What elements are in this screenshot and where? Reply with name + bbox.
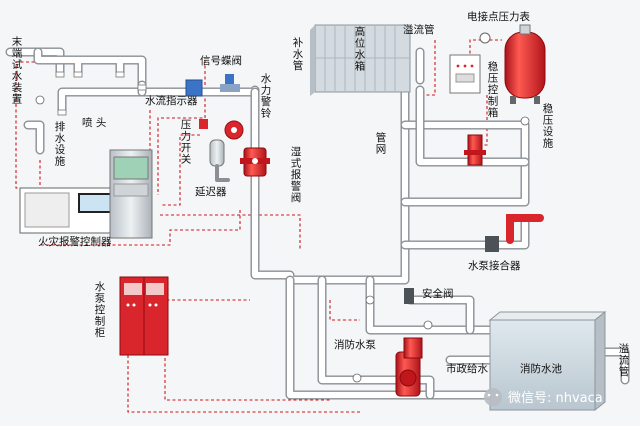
ecp-gauge <box>479 32 491 44</box>
wet-alarm-valve-label: 湿式报警阀 <box>291 146 302 204</box>
pressure-stabilizer-label: 稳压设施 <box>543 102 554 150</box>
retard-chamber <box>209 139 230 182</box>
pressure-control-box-label: 稳压控制箱 <box>488 60 499 119</box>
water-motor-alarm-label: 水力警铃 <box>261 73 272 120</box>
sprinkler-heads <box>55 71 147 116</box>
make-up-pipe-label: 补水管 <box>293 36 304 72</box>
wet-alarm-valve <box>240 147 270 177</box>
pressure-switch-label: 压力开关 <box>181 119 192 166</box>
sprinkler-head-label: 喷 头 <box>82 117 106 129</box>
overflow-pipe-2-label: 溢流管 <box>619 342 630 378</box>
water-flow-indicator-label: 水流指示器 <box>145 94 198 107</box>
fire-pool <box>488 310 607 412</box>
safety-valve-label: 安全阀 <box>422 287 454 300</box>
elevated-tank-label: 高位水箱 <box>355 25 366 73</box>
water-motor-alarm-bell <box>224 120 244 140</box>
retard-chamber-label: 延迟器 <box>195 185 227 198</box>
pipe-gauges <box>35 95 530 383</box>
drain-facility-label: 排水设施 <box>55 120 66 168</box>
fire-alarm-controller <box>19 149 153 239</box>
stabilizer-pumps <box>464 134 486 166</box>
fire-pump-label: 消防水泵 <box>334 338 376 351</box>
ecp-gauge-label: 电接点压力表 <box>467 10 530 23</box>
pressure-tank <box>504 24 546 104</box>
watermark-text: 微信号: nhvaca <box>508 391 603 406</box>
test-drain-label: 末端试水装置 <box>12 35 23 106</box>
overflow-pipe-label: 溢流管 <box>403 23 435 36</box>
elevated-tank <box>310 24 411 96</box>
pressure-control-box <box>449 54 481 94</box>
pipe-network-label: 管网 <box>376 131 387 156</box>
signal-butterfly-valve-label: 信号蝶阀 <box>200 54 242 67</box>
municipal-supply-label: 市政给水 <box>446 362 488 375</box>
pump-adapter <box>485 214 544 252</box>
fire-alarm-controller-label: 火灾报警控制器 <box>38 235 112 248</box>
water-flow-indicator <box>185 79 203 97</box>
watermark: 微信号: nhvaca <box>484 388 603 406</box>
pump-control-cabinet-label: 水泵控制柜 <box>95 281 106 339</box>
pressure-switch <box>199 119 208 129</box>
fire-pool-label: 消防水池 <box>520 362 562 375</box>
signal-butterfly-valve <box>220 74 240 92</box>
pump-adapter-label: 水泵接合器 <box>468 259 521 272</box>
fire-pumps <box>395 337 423 397</box>
pump-control-cabinet <box>119 276 169 356</box>
safety-valve <box>404 288 414 304</box>
